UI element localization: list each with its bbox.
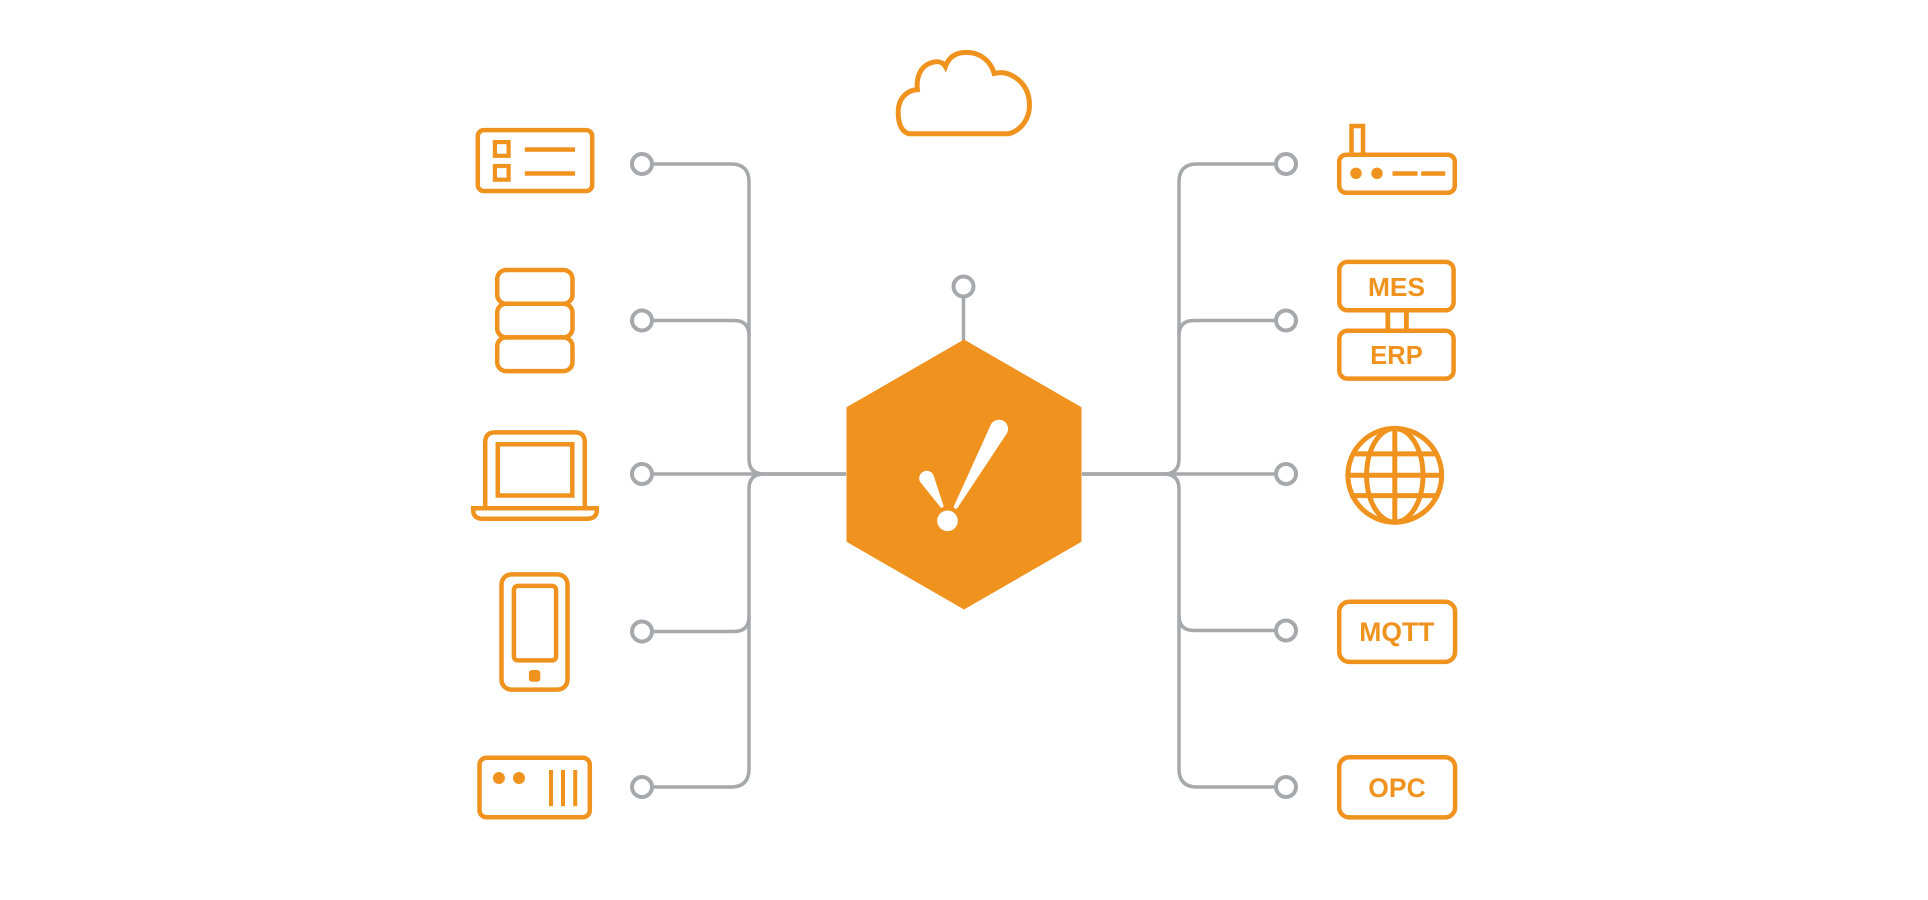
svg-text:MQTT: MQTT <box>1359 617 1434 647</box>
svg-text:ERP: ERP <box>1370 342 1422 370</box>
svg-text:OPC: OPC <box>1368 773 1425 803</box>
svg-text:MES: MES <box>1368 272 1425 302</box>
